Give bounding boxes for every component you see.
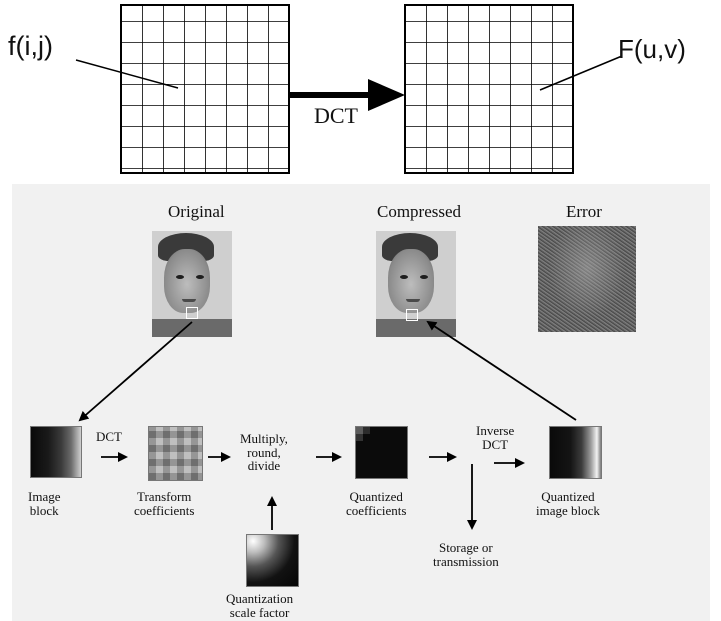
quantized-image-block-label: Quantized image block <box>536 489 600 518</box>
error-image <box>538 226 636 332</box>
block-to-compressed-arrow <box>426 320 577 421</box>
original-block-marker <box>186 307 198 319</box>
image-block-label: Image block <box>28 489 61 518</box>
quantization-scale-label: Quantization scale factor <box>226 591 294 620</box>
transform-coefficients-label: Transform coefficients <box>134 489 195 518</box>
top-diagram <box>75 4 623 174</box>
multiply-round-divide-label: Multiply, round, divide <box>240 431 288 474</box>
storage-transmission-label: Storage or transmission <box>433 540 499 569</box>
frequency-grid <box>404 4 574 174</box>
frequency-leader-line <box>539 55 623 91</box>
original-to-block-arrow <box>78 321 193 422</box>
quantized-coefficients-label: Quantized coefficients <box>346 489 407 518</box>
original-title: Original <box>168 202 225 221</box>
quantized-image-block-thumbnail <box>549 426 602 479</box>
quantization-scale-thumbnail <box>246 534 299 587</box>
compressed-photo <box>376 231 456 337</box>
dct-arrow <box>289 79 405 111</box>
transform-coefficients-thumbnail <box>148 426 203 481</box>
dct-step-label: DCT <box>96 429 122 444</box>
spatial-grid <box>120 4 290 174</box>
image-block-thumbnail <box>30 426 82 478</box>
quantized-coefficients-thumbnail <box>355 426 408 479</box>
compressed-title: Compressed <box>377 202 462 221</box>
spatial-leader-line <box>75 59 179 89</box>
frequency-function-label: F(u,v) <box>618 34 686 64</box>
original-photo <box>152 231 232 337</box>
compressed-block-marker <box>406 309 418 321</box>
inverse-dct-label: Inverse DCT <box>476 423 515 452</box>
dct-arrow-label: DCT <box>314 103 358 128</box>
spatial-function-label: f(i,j) <box>8 31 53 61</box>
error-title: Error <box>566 202 602 221</box>
